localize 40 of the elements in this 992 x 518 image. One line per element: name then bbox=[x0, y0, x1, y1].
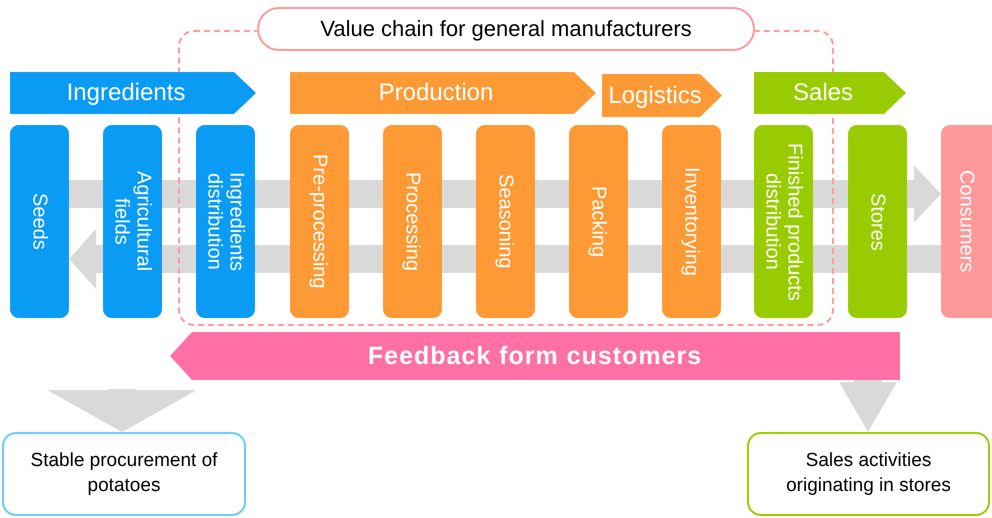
flow-arrow bbox=[69, 229, 103, 289]
flow-arrow bbox=[839, 380, 897, 432]
stage-column bbox=[103, 125, 162, 318]
column-label: Ingredients distribution bbox=[204, 171, 248, 273]
region-title: Value chain for general manufacturers bbox=[257, 7, 755, 51]
column-label: Finished products distribution bbox=[762, 142, 806, 302]
outcome-box bbox=[2, 432, 246, 516]
column-label: Consumers bbox=[956, 170, 978, 273]
column-label: Seeds bbox=[28, 193, 50, 250]
stage-column bbox=[476, 125, 535, 318]
stage-column bbox=[754, 125, 813, 318]
column-label: Inventorying bbox=[680, 167, 702, 276]
stage-label: Logistics bbox=[608, 82, 702, 110]
flow-arrow bbox=[47, 389, 197, 432]
column-label: Seasoning bbox=[494, 174, 516, 269]
stage-column bbox=[10, 125, 69, 318]
phase-banner bbox=[602, 74, 722, 117]
stage-column bbox=[569, 125, 628, 318]
stage-column bbox=[662, 125, 721, 318]
column-label: Stores bbox=[866, 192, 888, 250]
phase-banner bbox=[754, 72, 906, 114]
stage-label: Production bbox=[378, 79, 494, 107]
outcome-box bbox=[747, 432, 990, 516]
column-label: Packing bbox=[588, 186, 610, 258]
phase-banner bbox=[290, 72, 596, 114]
outcome-text: Sales activities originating in stores bbox=[785, 449, 952, 498]
stage-column bbox=[196, 125, 255, 318]
stage-column bbox=[383, 125, 442, 318]
stage-column bbox=[848, 125, 907, 318]
outcome-text: Stable procurement of potatoes bbox=[30, 449, 218, 498]
stage-label: Ingredients bbox=[66, 79, 186, 107]
phase-banner bbox=[10, 72, 256, 114]
flow-arrow bbox=[907, 166, 941, 222]
column-label: Pre-processing bbox=[308, 154, 330, 289]
stage-column bbox=[941, 125, 992, 318]
column-label: Agricultural fields bbox=[110, 170, 154, 274]
feedback-label: Feedback form customers bbox=[368, 342, 702, 370]
column-label: Processing bbox=[402, 172, 424, 271]
stage-label: Sales bbox=[792, 79, 854, 107]
stage-column bbox=[290, 125, 349, 318]
